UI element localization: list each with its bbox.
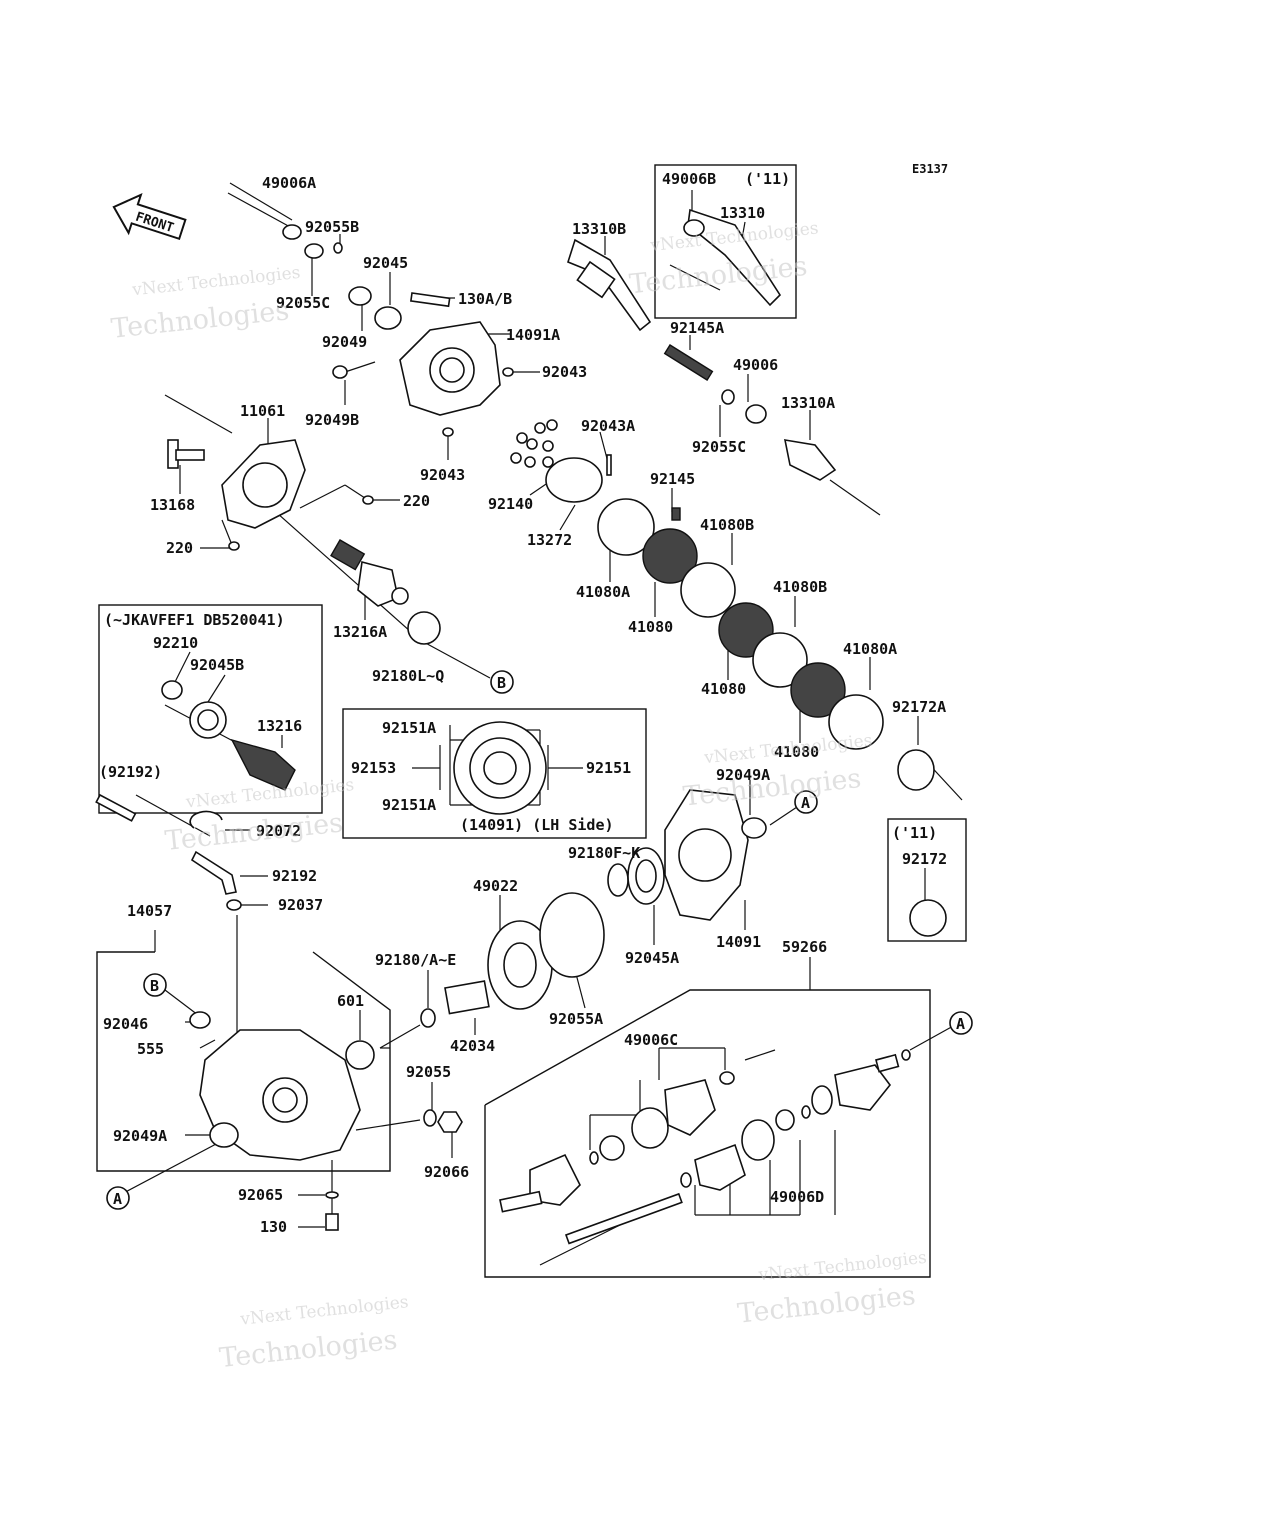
part-label: 92043A: [581, 417, 635, 435]
callout-markers: B A B A A: [106, 670, 973, 1210]
part-label: 92045B: [190, 656, 244, 674]
part-label: 92049B: [305, 411, 359, 429]
part-label: 13168: [150, 496, 195, 514]
watermark-line2: Technologies: [110, 295, 291, 345]
part-label: 92045: [363, 254, 408, 272]
part-label: 92045A: [625, 949, 679, 967]
part-label: 555: [137, 1040, 164, 1058]
callout-b-1: B: [497, 674, 506, 692]
part-label: 13272: [527, 531, 572, 549]
part-label: 42034: [450, 1037, 495, 1055]
part-label: 92049: [322, 333, 367, 351]
part-label: 601: [337, 992, 364, 1010]
watermark-line2: Technologies: [218, 1325, 399, 1375]
part-label: 13310B: [572, 220, 626, 238]
part-label: 92055B: [305, 218, 359, 236]
part-shapes: [95, 208, 947, 1245]
part-label: 92153: [351, 759, 396, 777]
year-11-right-box: [887, 818, 967, 942]
part-label: 41080: [774, 743, 819, 761]
part-label: 220: [403, 492, 430, 510]
watermark-line1: vNext Technologies: [757, 1248, 928, 1286]
lh-side-box: [342, 708, 647, 839]
watermark-line1: vNext Technologies: [702, 731, 873, 769]
diagram-code: E3137: [912, 162, 948, 176]
part-label: 41080B: [700, 516, 754, 534]
callout-a-1: A: [801, 794, 810, 812]
callout-b-2: B: [150, 977, 159, 995]
part-label: 130A/B: [458, 290, 512, 308]
watermark-line2: Technologies: [682, 763, 863, 813]
watermark-line2: Technologies: [736, 1280, 917, 1330]
part-label: 41080: [628, 618, 673, 636]
part-label: 92172A: [892, 698, 946, 716]
part-label: 59266: [782, 938, 827, 956]
part-label: 49006D: [770, 1188, 824, 1206]
part-label: 41080: [701, 680, 746, 698]
part-label: 49006: [733, 356, 778, 374]
part-labels: 49006A 92055B 92055C 92045 92049 130A/B …: [99, 170, 947, 1236]
part-label: 92055A: [549, 1010, 603, 1028]
part-label: 92151A: [382, 796, 436, 814]
part-label: 13310A: [781, 394, 835, 412]
axle-frame: [484, 989, 931, 1278]
part-label: 49006A: [262, 174, 316, 192]
watermark-line1: vNext Technologies: [238, 1292, 409, 1330]
part-label: 92065: [238, 1186, 283, 1204]
watermark-line2: Technologies: [163, 807, 344, 857]
part-label: 92180L~Q: [372, 667, 444, 685]
part-label: 41080A: [576, 583, 630, 601]
part-label: 14091: [716, 933, 761, 951]
part-label: 49022: [473, 877, 518, 895]
callout-a-2: A: [113, 1190, 122, 1208]
part-label: 13216: [257, 717, 302, 735]
part-label: 92140: [488, 495, 533, 513]
callout-a-3: A: [956, 1015, 965, 1033]
part-label: 14091A: [506, 326, 560, 344]
front-arrow-icon: FRONT: [112, 192, 187, 241]
part-label: 11061: [240, 402, 285, 420]
part-label: 92066: [424, 1163, 469, 1181]
year-11-right-note: ('11): [892, 824, 937, 842]
part-label: 92055: [406, 1063, 451, 1081]
part-label: 92151: [586, 759, 631, 777]
part-label: 92192: [272, 867, 317, 885]
year-11-top-box: [654, 164, 797, 319]
part-label: 92049A: [716, 766, 770, 784]
part-label: 92046: [103, 1015, 148, 1033]
early-model-note: (~JKAVFEF1 DB520041): [104, 611, 285, 629]
part-label: 92145: [650, 470, 695, 488]
lh-side-note: (14091) (LH Side): [460, 816, 614, 834]
year-11-top-note: ('11): [745, 170, 790, 188]
part-label: 41080B: [773, 578, 827, 596]
part-label: 92055C: [276, 294, 330, 312]
part-label: 92043: [420, 466, 465, 484]
housing-frame: [96, 951, 391, 1172]
part-label: 92049A: [113, 1127, 167, 1145]
part-label: 220: [166, 539, 193, 557]
part-label: 92055C: [692, 438, 746, 456]
part-label: 49006B: [662, 170, 716, 188]
part-label: 92210: [153, 634, 198, 652]
part-label: 14057: [127, 902, 172, 920]
part-label: 92180F~K: [568, 844, 640, 862]
part-label: 92072: [256, 822, 301, 840]
part-label: 130: [260, 1218, 287, 1236]
part-label: 92151A: [382, 719, 436, 737]
part-label: 92043: [542, 363, 587, 381]
part-label: 13216A: [333, 623, 387, 641]
part-label: 13310: [720, 204, 765, 222]
part-label: 92037: [278, 896, 323, 914]
part-label: 92145A: [670, 319, 724, 337]
part-label: 92172: [902, 850, 947, 868]
part-label: 41080A: [843, 640, 897, 658]
part-label: 92180/A~E: [375, 951, 456, 969]
part-label: 49006C: [624, 1031, 678, 1049]
part-label: (92192): [99, 763, 162, 781]
